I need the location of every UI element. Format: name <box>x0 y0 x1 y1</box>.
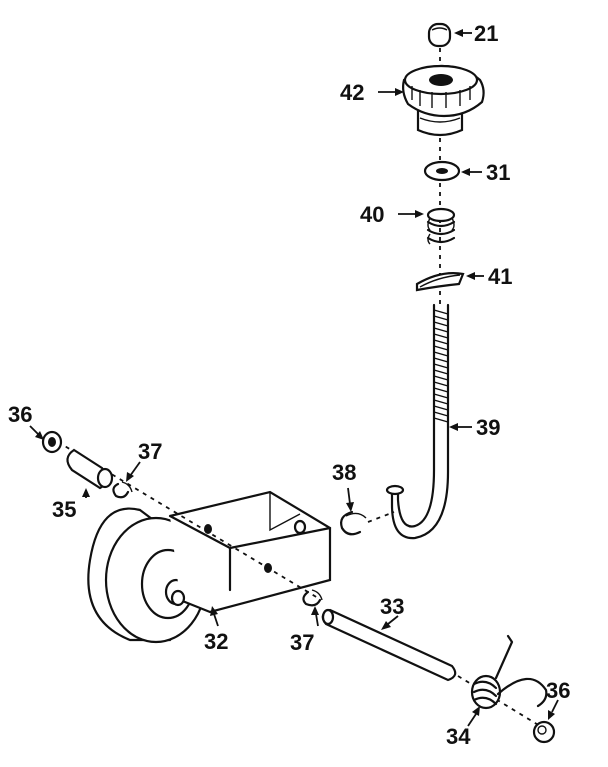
callout-21: 21 <box>474 21 498 46</box>
callout-36-right: 36 <box>546 678 570 703</box>
callout-34: 34 <box>446 724 471 749</box>
callout-39: 39 <box>476 415 500 440</box>
part-36-left-nut <box>41 430 63 454</box>
part-37-lower-clip <box>302 589 323 607</box>
part-35-spacer <box>66 448 114 490</box>
part-39-j-bolt <box>385 303 450 540</box>
part-42-knob <box>402 64 485 137</box>
callout-33: 33 <box>380 594 404 619</box>
callout-35: 35 <box>52 497 76 522</box>
part-34-torsion-spring <box>470 634 548 710</box>
left-axle-line <box>57 441 319 599</box>
callout-31: 31 <box>486 160 510 185</box>
part-33-axle-rod <box>321 608 457 682</box>
part-36-right-nut <box>532 720 556 744</box>
part-37-upper-clip <box>112 481 133 499</box>
leader-lines <box>29 29 559 727</box>
part-31-washer <box>423 160 461 182</box>
callout-41: 41 <box>488 264 512 289</box>
part-21-cap <box>427 22 452 48</box>
callout-36-left: 36 <box>8 402 32 427</box>
callout-42: 42 <box>340 80 364 105</box>
part-41-plate <box>415 272 465 292</box>
part-40-spring <box>426 207 456 245</box>
callout-32: 32 <box>204 629 228 654</box>
part-38-clip <box>340 510 395 536</box>
callout-37-lower: 37 <box>290 630 314 655</box>
right-axle-line <box>457 675 541 727</box>
callout-38: 38 <box>332 460 356 485</box>
callout-37-upper: 37 <box>138 439 162 464</box>
callout-40: 40 <box>360 202 384 227</box>
